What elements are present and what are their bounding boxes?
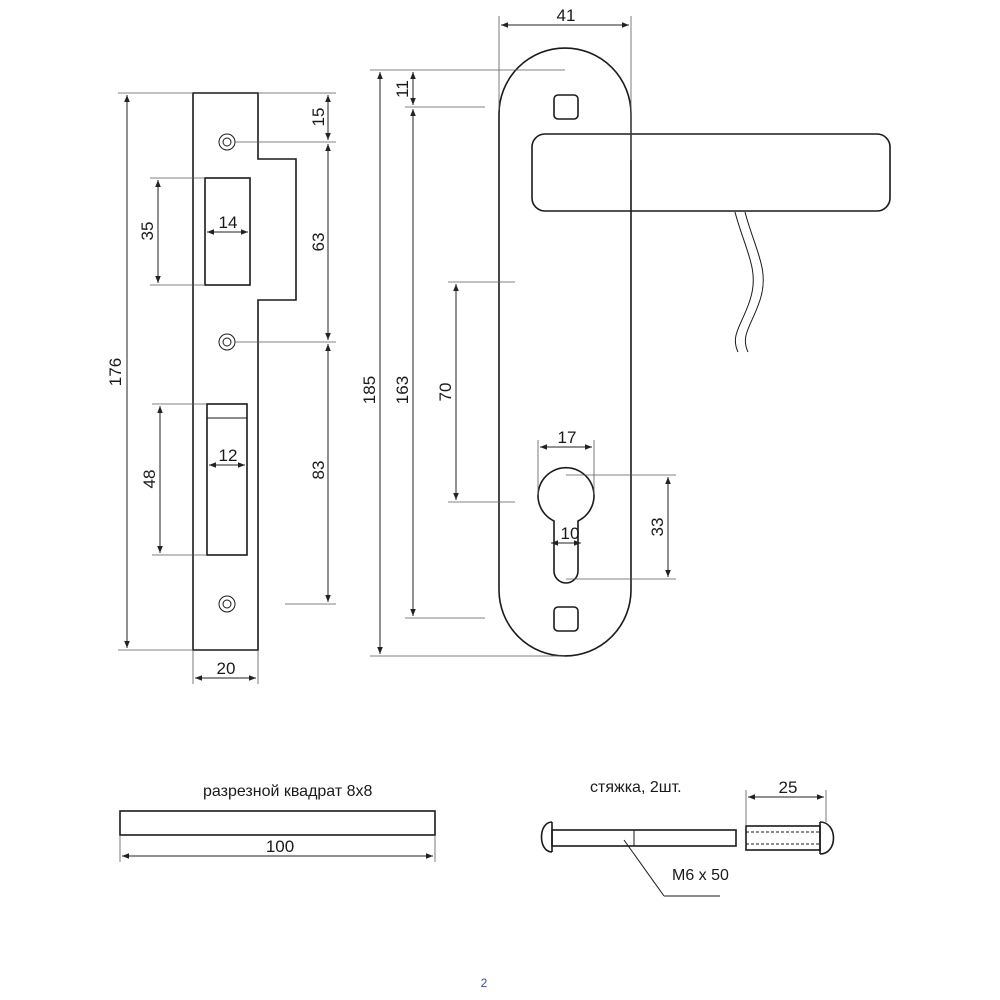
- dim-bolt-slot-height: 48: [140, 403, 207, 556]
- dim-label-176: 176: [106, 358, 125, 386]
- screw-hole-bottom: [218, 595, 236, 613]
- dim-label-185: 185: [360, 376, 379, 404]
- dim-label-35: 35: [138, 222, 157, 241]
- strike-plate: [192, 92, 297, 651]
- screw-hole-middle: [218, 333, 236, 351]
- dim-label-70: 70: [436, 383, 455, 402]
- handle-plate: [498, 47, 891, 657]
- tie-bolts: стяжка, 2шт. М6 х 50 25: [540, 778, 835, 897]
- dim-latch-slot-height: 35: [138, 177, 205, 286]
- spindle: разрезной квадрат 8х8 100: [119, 783, 436, 862]
- lever-handle: [531, 133, 891, 212]
- dim-label-20: 20: [217, 659, 236, 678]
- dim-handle-to-cylinder: 70: [436, 281, 515, 503]
- dim-label-63: 63: [309, 233, 328, 252]
- dim-label-15: 15: [309, 108, 328, 127]
- dim-strike-height: 176: [106, 92, 193, 651]
- dim-label-14: 14: [219, 213, 238, 232]
- dim-strike-right-chain: 15 63 83: [235, 92, 336, 605]
- plate-hole-top: [553, 94, 579, 120]
- bolt-spec-label: М6 х 50: [672, 867, 729, 884]
- bolt-slot: [206, 403, 248, 556]
- dim-label-48: 48: [140, 470, 159, 489]
- page-number: 2: [481, 976, 488, 990]
- dim-plate-heights: 185 163 11: [360, 69, 565, 657]
- dim-label-163: 163: [393, 376, 412, 404]
- screw-hole-top: [218, 133, 236, 151]
- dim-cylinder-width: 17: [537, 428, 595, 495]
- dim-label-33: 33: [648, 518, 667, 537]
- dim-strike-width: 20: [192, 650, 259, 684]
- dim-label-100: 100: [266, 837, 294, 856]
- dim-cylinder-neck: 10: [551, 524, 581, 546]
- spindle-label: разрезной квадрат 8х8: [203, 783, 373, 800]
- dim-label-25: 25: [779, 778, 798, 797]
- dim-bolt-slot-width: 12: [209, 446, 245, 468]
- dim-label-10: 10: [561, 524, 580, 543]
- dim-label-83: 83: [309, 461, 328, 480]
- dim-label-11: 11: [393, 80, 412, 98]
- dim-label-12: 12: [219, 446, 238, 465]
- dim-label-41: 41: [557, 6, 576, 25]
- latch-slot: [204, 177, 251, 286]
- plate-hole-bottom: [553, 606, 579, 632]
- dim-latch-slot-width: 14: [207, 213, 248, 235]
- dim-label-17: 17: [558, 428, 577, 447]
- dim-cylinder-height: 33: [566, 474, 676, 580]
- tie-bolts-label: стяжка, 2шт.: [590, 779, 682, 796]
- dim-plate-width: 41: [498, 6, 632, 160]
